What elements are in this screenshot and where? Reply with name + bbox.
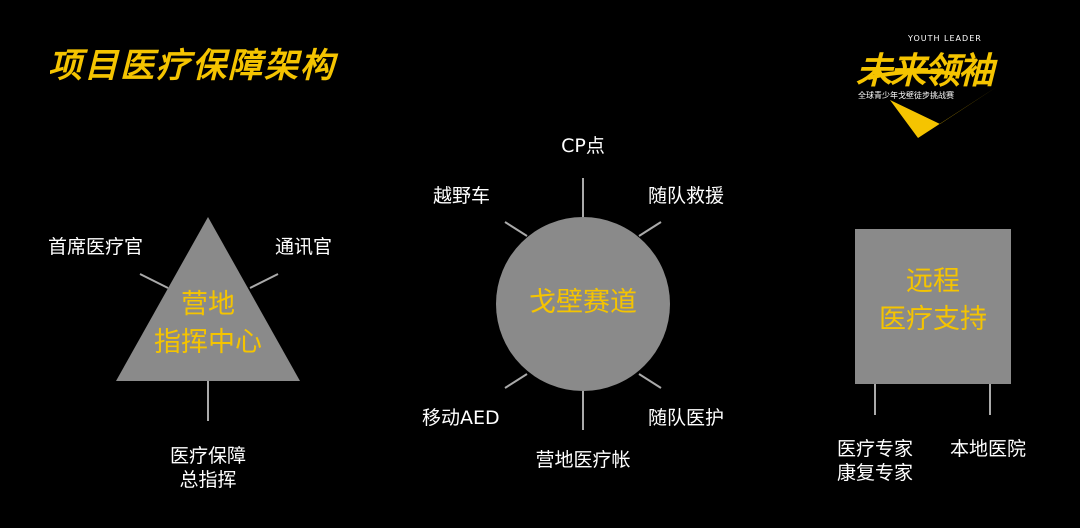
logo-calligraphy: 未来领袖: [856, 51, 994, 92]
gobi-track-circle: [496, 217, 670, 391]
label-camp-medical-tent: 营地医疗帐: [535, 449, 631, 471]
connector-aed: [504, 373, 528, 389]
logo-tagline: YOUTH LEADER: [908, 34, 982, 43]
connector-offroad: [504, 221, 528, 237]
label-medical-director-line1: 医疗保障: [169, 445, 247, 467]
label-chief-medical-officer: 首席医疗官: [48, 236, 144, 258]
label-local-hospital: 本地医院: [949, 438, 1027, 460]
youth-leader-logo: YOUTH LEADER 未来领袖 全球青少年戈壁徒步挑战赛: [848, 28, 1038, 148]
label-experts: 医疗专家 康复专家: [837, 437, 913, 485]
camp-command-triangle: [116, 217, 300, 381]
page-title: 项目医疗保障架构: [48, 46, 336, 86]
triangle-label-line1: 营地: [181, 289, 235, 320]
label-escort-rescue: 随队救援: [648, 185, 725, 207]
label-cp-point: CP点: [561, 135, 605, 157]
label-medical-expert: 医疗专家: [836, 438, 914, 460]
square-label-line2: 医疗支持: [879, 304, 987, 335]
logo-brush-line: [867, 69, 959, 80]
label-medical-director-line2: 总指挥: [179, 469, 237, 491]
label-rehab-expert: 康复专家: [836, 462, 914, 484]
label-mobile-aed: 移动AED: [422, 407, 500, 429]
remote-support-square: [855, 229, 1011, 384]
label-escort-medics: 随队医护: [648, 407, 725, 429]
connector-medics: [638, 373, 662, 389]
connector-chief-medical: [139, 273, 169, 289]
circle-label: 戈壁赛道: [529, 287, 637, 318]
connector-rescue: [638, 221, 662, 237]
logo-graphic: [867, 69, 998, 138]
logo-subtitle: 全球青少年戈壁徒步挑战赛: [858, 91, 954, 100]
label-comms-officer: 通讯官: [275, 236, 333, 258]
square-label-line1: 远程: [906, 266, 960, 297]
connector-comms: [249, 273, 279, 289]
square-label: 远程 医疗支持: [879, 263, 987, 339]
label-offroad-vehicle: 越野车: [433, 185, 491, 207]
triangle-label: 营地 指挥中心: [154, 286, 262, 362]
triangle-label-line2: 指挥中心: [154, 327, 262, 358]
label-medical-director: 医疗保障 总指挥: [170, 444, 246, 492]
logo-check-stroke: [890, 86, 998, 138]
